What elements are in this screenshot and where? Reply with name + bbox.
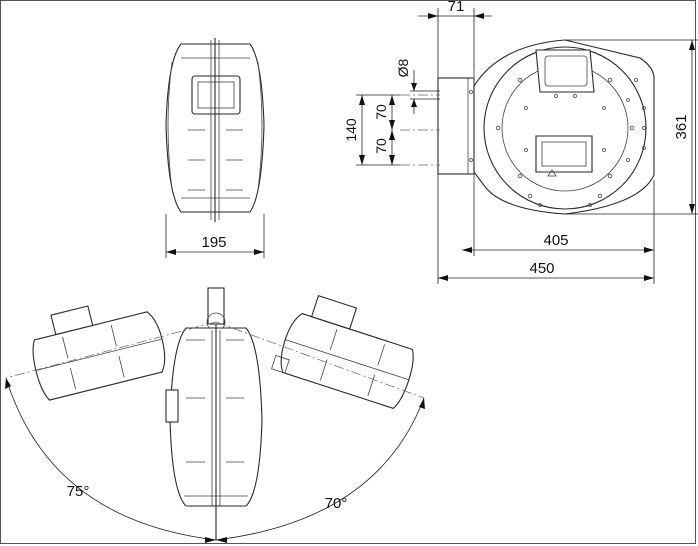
dimension-hole-spacing: 70 70 140 — [343, 94, 400, 166]
dim-label-450: 450 — [529, 260, 554, 277]
side-view — [165, 38, 265, 222]
dimension-405: 405 — [462, 180, 655, 284]
dim-label-hole-diameter: Ø8 — [395, 58, 411, 77]
dimension-450: 450 — [437, 174, 654, 284]
dimension-361: 361 — [565, 39, 698, 215]
dim-label-405: 405 — [543, 232, 568, 249]
front-view — [400, 39, 655, 215]
dim-label-71: 71 — [448, 0, 465, 15]
dim-label-140: 140 — [343, 118, 359, 142]
dim-label-195: 195 — [201, 234, 226, 251]
swivel-view — [5, 287, 425, 540]
dim-label-361: 361 — [673, 114, 690, 139]
dimension-hole-diameter: Ø8 — [395, 58, 440, 114]
angle-label-75: 75° — [67, 483, 90, 500]
angle-label-70: 70° — [325, 495, 348, 512]
dimension-71: 71 — [418, 0, 492, 78]
dim-label-70-upper: 70 — [373, 104, 389, 120]
swivel-angle-arc: 75° 70° — [5, 377, 425, 543]
dim-label-70-lower: 70 — [373, 138, 389, 154]
dimension-195: 195 — [165, 214, 265, 258]
